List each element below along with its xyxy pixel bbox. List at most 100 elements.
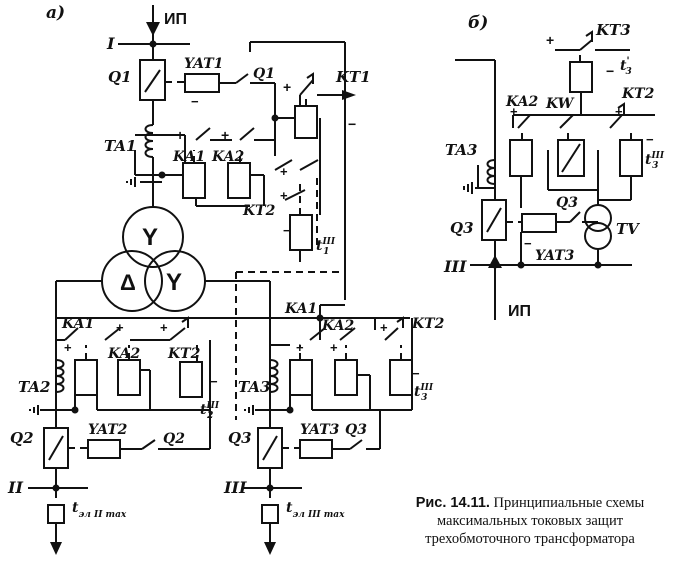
kt2-label-right: KT2 [411, 316, 445, 332]
ta3-label-b: TA3 [445, 141, 477, 159]
plus-sign: + [330, 340, 338, 355]
plus-sign: + [296, 340, 304, 355]
q3-contact-label-b: Q3 [556, 195, 578, 211]
q3-label: Q3 [228, 429, 252, 447]
winding-y-top: Y [142, 224, 158, 251]
plus-sign: + [615, 104, 623, 119]
ip-label-b: ИП [508, 303, 531, 320]
minus-sign: − [646, 132, 654, 147]
relays-right-lower [270, 316, 413, 411]
ground-a2 [29, 405, 75, 415]
caption-line-1: Принципиальные схемы [493, 495, 645, 511]
tv-label: TV [616, 220, 640, 238]
breaker-q3 [257, 410, 381, 498]
vt-tv [584, 190, 612, 265]
plus-sign: + [380, 320, 388, 335]
breaker-q1 [139, 59, 166, 125]
contact-q1 [235, 73, 249, 84]
part-b-label: б) [468, 13, 488, 33]
yat3-label-b: YAT3 [535, 248, 575, 264]
relay-kt1 [249, 41, 356, 139]
fuse-iii [261, 504, 279, 524]
minus-sign: − [606, 63, 614, 79]
minus-sign: − [348, 116, 356, 132]
plus-sign: + [510, 104, 518, 119]
output-arrow-ii [50, 542, 62, 555]
relays-b [509, 102, 643, 208]
tmax3-label: tэл III max [286, 500, 345, 520]
kw-label-b: KW [545, 96, 575, 112]
q3-contact-label: Q3 [345, 422, 367, 438]
minus-sign: − [210, 374, 218, 389]
kt2-label-left: KT2 [167, 346, 201, 362]
t3p-label-b: t'3 [620, 56, 632, 77]
ct-ta3 [269, 359, 294, 414]
fuse-ii [47, 504, 65, 524]
plus-sign: + [176, 127, 184, 143]
ka2-label-right: KA2 [321, 318, 354, 334]
minus-sign: − [191, 94, 199, 109]
ground-a3 [244, 405, 290, 415]
ka2-label-left: KA2 [107, 346, 140, 362]
winding-y-right: Y [166, 269, 182, 296]
minus-sign: − [524, 236, 532, 251]
output-arrow-iii [264, 542, 276, 555]
plus-sign: + [116, 320, 124, 335]
plus-sign: + [64, 340, 72, 355]
yat3-label: YAT3 [300, 422, 340, 438]
breaker-q2 [43, 410, 211, 498]
yat2-label: YAT2 [88, 422, 128, 438]
ip-label-a: ИП [164, 11, 187, 28]
ka2-label-b: KA2 [505, 94, 538, 110]
q2-contact-label: Q2 [163, 431, 185, 447]
caption-figure-number: Рис. 14.11. [415, 495, 490, 511]
plus-sign: + [283, 79, 291, 95]
bus-2-label: II [7, 478, 23, 497]
figure-caption: Рис. 14.11. Принципиальные схемы максима… [380, 494, 680, 548]
breaker-q3-b [481, 199, 598, 241]
relays-ka-top [182, 118, 276, 207]
plus-sign: + [221, 127, 229, 143]
plus-sign: + [280, 188, 288, 203]
ka1-label-left: KA1 [61, 316, 94, 332]
caption-line-3: трехобмоточного трансформатора [425, 531, 635, 547]
part-a-label: а) [46, 3, 65, 23]
q1-label: Q1 [108, 68, 132, 86]
ta2-label: TA2 [18, 378, 50, 396]
q3-label-b: Q3 [450, 219, 474, 237]
ta1-label: TA1 [104, 137, 136, 155]
q1-contact-label: Q1 [253, 66, 275, 82]
coil-yat1 [184, 73, 220, 93]
minus-sign: − [412, 366, 420, 381]
relay-kt3-b [555, 30, 630, 115]
kt2-label-b: KT2 [621, 86, 655, 102]
ct-ta3-b [477, 159, 496, 189]
ka1-label-right-top: KA1 [284, 301, 317, 317]
bus-1-label: I [106, 34, 115, 53]
source-ip-b [488, 255, 502, 320]
plus-sign: + [546, 32, 554, 48]
winding-delta: Δ [120, 270, 136, 295]
ta3-label: TA3 [238, 378, 270, 396]
tmax2-label: tэл II max [72, 500, 127, 520]
relay-kt2-top [274, 118, 321, 262]
relays-left-lower [56, 316, 211, 411]
ground-b [463, 182, 482, 194]
kt2-label-top: KT2 [242, 203, 276, 219]
source-ip-a [146, 5, 160, 60]
bus-3-label: III [223, 478, 247, 497]
plus-sign: + [280, 164, 288, 179]
three-winding-transformer [101, 205, 206, 312]
ka1-label-top: KA1 [172, 149, 205, 165]
q2-label: Q2 [10, 429, 34, 447]
plus-sign: + [160, 320, 168, 335]
ground-a1 [126, 177, 162, 187]
kt1-label: KT1 [335, 68, 371, 86]
yat1-label: YAT1 [184, 56, 223, 72]
caption-line-2: максимальных токовых защит [436, 513, 624, 529]
minus-sign: − [283, 223, 291, 238]
